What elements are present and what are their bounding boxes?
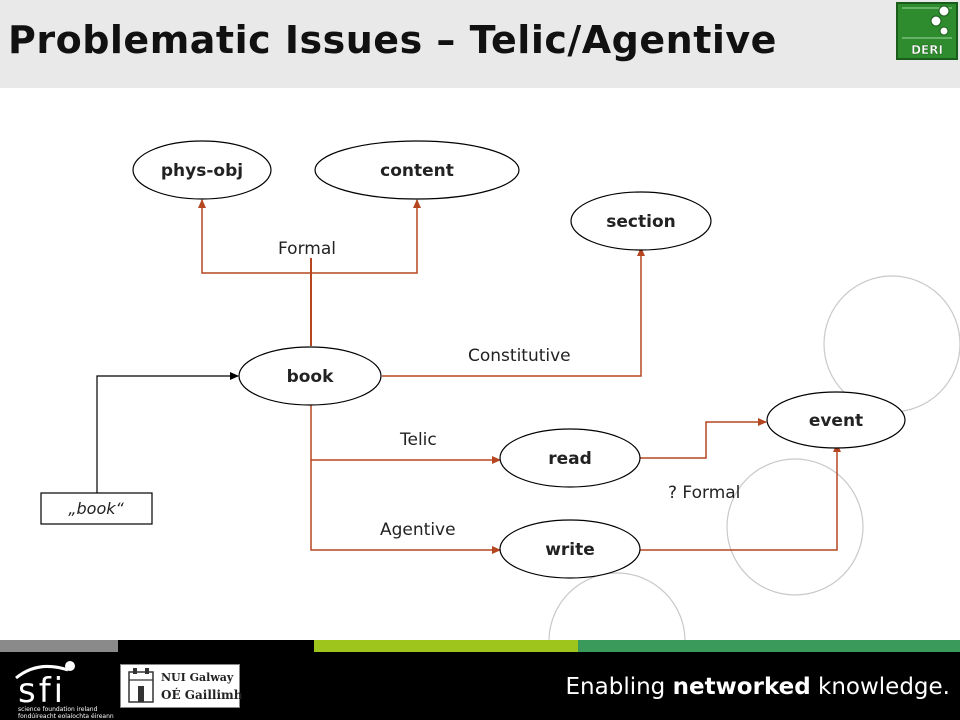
deri-logo-text: DERI	[911, 43, 943, 57]
edge-label-constitutive: Constitutive	[468, 346, 571, 366]
qualia-diagram: Formal Constitutive Telic Agentive ? For…	[40, 140, 960, 640]
node-label-event: event	[809, 411, 863, 431]
edge-label-formal-question: ? Formal	[668, 483, 740, 503]
tagline: Enabling networked knowledge.	[566, 674, 950, 700]
nui-line-2: OÉ Gaillimh	[161, 688, 243, 702]
tagline-bold: networked	[672, 674, 811, 700]
node-label-book: book	[287, 367, 335, 387]
tagline-part-2: knowledge.	[810, 674, 950, 700]
sfi-subtitle-en: science foundation ireland	[18, 706, 98, 713]
sfi-logo: sfi science foundation ireland fondúirea…	[8, 656, 114, 720]
node-label-section: section	[606, 212, 675, 232]
crest-icon	[128, 668, 154, 703]
edge-agentive	[310, 460, 501, 554]
node-term-book: „book“	[40, 492, 153, 525]
title-bar: Problematic Issues – Telic/Agentive DERI	[0, 0, 960, 88]
sfi-subtitle-ga: fondúireacht eolaíochta éireann	[18, 713, 114, 720]
node-book: book	[238, 346, 382, 406]
edge-label-telic: Telic	[399, 430, 437, 450]
node-event: event	[766, 391, 906, 449]
edge-label-formal: Formal	[278, 239, 336, 259]
deri-logo: DERI	[896, 2, 958, 60]
sfi-subtitle: science foundation ireland fondúireacht …	[18, 706, 114, 720]
tagline-part-1: Enabling	[565, 674, 673, 700]
footer-stripes	[0, 640, 960, 652]
node-section: section	[570, 191, 712, 251]
node-label-content: content	[380, 161, 454, 181]
sfi-logo-text: sfi	[18, 671, 66, 706]
slide-title: Problematic Issues – Telic/Agentive	[8, 18, 777, 62]
edge-term-book	[96, 372, 239, 493]
nui-line-1: NUI Galway	[161, 671, 234, 684]
footer-bar: sfi science foundation ireland fondúirea…	[0, 652, 960, 720]
node-write: write	[499, 519, 641, 579]
nui-galway-logo: NUI Galway OÉ Gaillimh	[120, 664, 243, 708]
node-label-write: write	[545, 540, 595, 560]
edge-formal	[198, 199, 421, 346]
node-phys-obj: phys-obj	[132, 140, 272, 200]
edge-read-event	[640, 418, 767, 459]
edge-write-event	[640, 443, 841, 551]
node-label-phys-obj: phys-obj	[161, 161, 243, 181]
edge-constitutive	[382, 247, 645, 377]
term-label-book: „book“	[68, 499, 124, 518]
node-label-read: read	[548, 449, 592, 469]
sfi-logo-mark: sfi	[15, 661, 75, 711]
node-read: read	[499, 428, 641, 488]
node-content: content	[314, 140, 520, 200]
edge-label-agentive: Agentive	[380, 520, 456, 540]
